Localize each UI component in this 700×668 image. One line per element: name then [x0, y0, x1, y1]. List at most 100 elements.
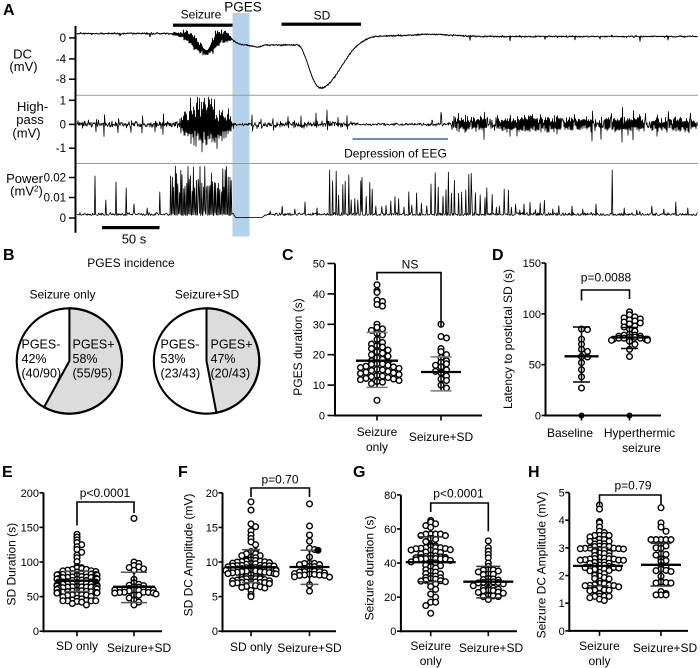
svg-text:p<0.0001: p<0.0001: [433, 487, 484, 501]
svg-text:20: 20: [313, 350, 325, 362]
svg-text:0: 0: [33, 626, 39, 638]
svg-text:0: 0: [60, 33, 66, 45]
svg-text:(mV): (mV): [12, 126, 40, 141]
svg-text:F: F: [178, 464, 188, 481]
svg-text:0: 0: [559, 626, 565, 638]
svg-text:42%: 42%: [22, 352, 47, 366]
svg-text:1: 1: [60, 95, 66, 107]
svg-text:30: 30: [313, 319, 325, 331]
svg-text:50 s: 50 s: [122, 232, 147, 247]
svg-text:50: 50: [529, 360, 541, 372]
svg-text:Seizure duration (s): Seizure duration (s): [363, 516, 377, 621]
svg-text:Seizure+SD: Seizure+SD: [409, 430, 474, 444]
svg-text:only: only: [366, 440, 388, 454]
svg-text:Seizure: Seizure: [357, 425, 398, 439]
svg-text:5: 5: [559, 488, 565, 500]
svg-text:p<0.0001: p<0.0001: [80, 486, 131, 500]
svg-text:53%: 53%: [161, 352, 186, 366]
svg-text:50: 50: [313, 259, 325, 271]
svg-text:Seizure: Seizure: [410, 639, 451, 653]
svg-text:p=0.70: p=0.70: [261, 473, 298, 487]
svg-text:D: D: [492, 247, 504, 264]
svg-text:PGES-: PGES-: [22, 337, 61, 351]
svg-text:Seizure only: Seizure only: [29, 288, 95, 302]
svg-text:100: 100: [523, 309, 541, 321]
svg-text:2: 2: [559, 571, 565, 583]
svg-text:High-: High-: [17, 99, 48, 114]
svg-text:Seizure DC Amplitude (mV): Seizure DC Amplitude (mV): [535, 492, 549, 639]
svg-text:PGES+: PGES+: [211, 337, 253, 351]
svg-text:0: 0: [319, 411, 325, 423]
svg-text:SD Duration (s): SD Duration (s): [5, 523, 19, 606]
svg-text:p=0.0088: p=0.0088: [581, 271, 632, 285]
svg-text:200: 200: [21, 488, 39, 500]
svg-text:G: G: [353, 464, 365, 481]
svg-text:NS: NS: [402, 258, 419, 272]
svg-text:0: 0: [212, 626, 218, 638]
svg-text:PGES-: PGES-: [161, 337, 200, 351]
svg-text:Seizure+SD: Seizure+SD: [107, 641, 172, 655]
svg-text:0: 0: [535, 411, 541, 423]
svg-text:Baseline: Baseline: [547, 426, 593, 440]
svg-text:58%: 58%: [73, 352, 98, 366]
svg-text:4: 4: [559, 515, 565, 527]
svg-text:Latency to postictal SD (s): Latency to postictal SD (s): [501, 269, 515, 409]
svg-text:SD only: SD only: [56, 639, 98, 653]
svg-text:C: C: [282, 247, 294, 264]
svg-text:SD DC Amplitude (mV): SD DC Amplitude (mV): [182, 494, 196, 617]
svg-text:PGES incidence: PGES incidence: [87, 256, 175, 270]
svg-text:10: 10: [313, 380, 325, 392]
svg-text:0.02: 0.02: [44, 173, 66, 185]
svg-text:(20/43): (20/43): [211, 367, 251, 381]
svg-text:seizure: seizure: [622, 441, 661, 455]
svg-text:20: 20: [384, 592, 396, 604]
svg-text:PGES duration (s): PGES duration (s): [291, 298, 305, 395]
svg-text:100: 100: [21, 557, 39, 569]
svg-text:(mV2): (mV2): [10, 184, 43, 199]
svg-text:SD only: SD only: [230, 640, 272, 654]
svg-text:(40/90): (40/90): [22, 367, 62, 381]
svg-text:-4: -4: [56, 54, 67, 66]
svg-text:Seizure+SD: Seizure+SD: [277, 641, 342, 655]
svg-text:1: 1: [559, 598, 565, 610]
svg-text:15: 15: [206, 522, 218, 534]
svg-text:Seizure+SD: Seizure+SD: [633, 641, 698, 655]
svg-text:0: 0: [390, 626, 396, 638]
svg-text:-1: -1: [56, 143, 66, 155]
svg-text:0: 0: [60, 119, 66, 131]
svg-text:(mV): (mV): [9, 59, 37, 74]
svg-text:150: 150: [21, 522, 39, 534]
svg-text:80: 80: [384, 490, 396, 502]
svg-text:47%: 47%: [211, 352, 236, 366]
svg-text:pass: pass: [16, 112, 44, 127]
svg-text:40: 40: [384, 558, 396, 570]
svg-text:60: 60: [384, 524, 396, 536]
svg-text:DC: DC: [13, 47, 32, 62]
svg-text:-8: -8: [56, 74, 66, 86]
svg-text:3: 3: [559, 543, 565, 555]
svg-text:H: H: [528, 464, 540, 481]
svg-text:B: B: [3, 247, 15, 264]
svg-text:SD: SD: [314, 9, 331, 23]
svg-text:only: only: [588, 654, 610, 668]
svg-text:Hyperthermic: Hyperthermic: [604, 426, 675, 440]
svg-text:40: 40: [313, 289, 325, 301]
svg-text:(23/43): (23/43): [161, 367, 201, 381]
svg-text:only: only: [420, 654, 442, 668]
svg-text:E: E: [2, 464, 13, 481]
svg-text:20: 20: [206, 488, 218, 500]
svg-text:10: 10: [206, 557, 218, 569]
svg-text:PGES+: PGES+: [73, 337, 115, 351]
svg-text:150: 150: [523, 258, 541, 270]
svg-text:A: A: [3, 2, 15, 19]
svg-text:Seizure: Seizure: [579, 639, 620, 653]
svg-text:50: 50: [27, 592, 39, 604]
svg-text:0: 0: [60, 213, 66, 225]
svg-text:0.01: 0.01: [44, 193, 66, 205]
svg-text:PGES: PGES: [224, 0, 262, 15]
svg-text:Depression of EEG: Depression of EEG: [344, 147, 447, 161]
svg-text:Seizure: Seizure: [181, 8, 222, 22]
svg-text:Power: Power: [6, 171, 44, 186]
svg-text:Seizure+SD: Seizure+SD: [459, 641, 524, 655]
svg-text:(55/95): (55/95): [73, 367, 113, 381]
